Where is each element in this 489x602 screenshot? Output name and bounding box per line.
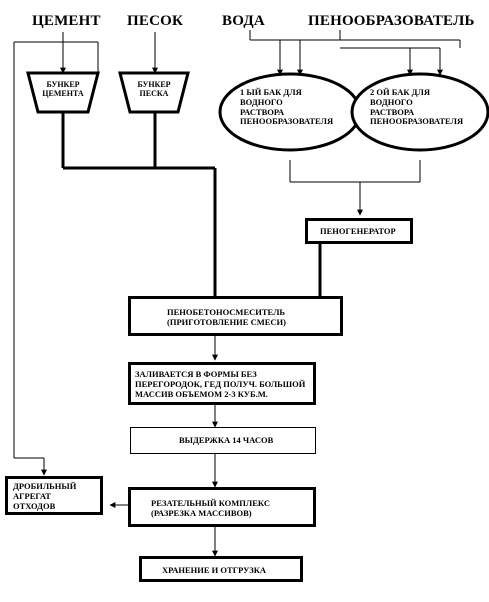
tank-2-shape <box>350 72 489 152</box>
sand-bunker-label: БУНКЕР ПЕСКА <box>137 80 171 99</box>
cement-bunker-shape <box>26 71 100 114</box>
sand-input-label: ПЕСОК <box>127 13 184 29</box>
sand-bunker-shape <box>118 71 190 114</box>
foaming-agent-input-label: ПЕНООБРАЗОВАТЕЛЬ <box>308 13 475 29</box>
cement-bunker-label: БУНКЕР ЦЕМЕНТА <box>42 80 84 99</box>
cement-feed-lines <box>13 32 99 476</box>
tank-to-generator-lines <box>289 160 421 216</box>
mixer-box: ПЕНОБЕТОНОСМЕСИТЕЛЬ (ПРИГОТОВЛЕНИЕ СМЕСИ… <box>128 296 343 336</box>
cutting-box: РЕЗАТЕЛЬНЫЙ КОМПЛЕКС (РАЗРЕЗКА МАССИВОВ) <box>128 487 316 527</box>
curing-box: ВЫДЕРЖКА 14 ЧАСОВ <box>130 427 316 454</box>
cement-input-label: ЦЕМЕНТ <box>32 13 101 29</box>
bunker-to-mixer-lines <box>61 112 217 296</box>
tank-feed-lines <box>249 30 461 76</box>
storage-box: ХРАНЕНИЕ И ОТГРУЗКА <box>139 556 303 582</box>
pouring-box: ЗАЛИВАЕТСЯ В ФОРМЫ БЕЗ ПЕРЕГОРОДОК, ГЕД … <box>128 362 316 405</box>
crusher-box: ДРОБИЛЬНЫЙ АГРЕГАТ ОТХОДОВ <box>5 476 103 515</box>
process-arrows <box>109 335 218 557</box>
tank-1-label: 1 ЫЙ БАК ДЛЯ ВОДНОГО РАСТВОРА ПЕНООБРАЗО… <box>240 87 334 127</box>
foam-generator-box: ПЕНОГЕНЕРАТОР <box>305 218 413 244</box>
tank-2-label: 2 ОЙ БАК ДЛЯ ВОДНОГО РАСТВОРА ПЕНООБРАЗО… <box>370 87 464 127</box>
water-input-label: ВОДА <box>222 13 265 29</box>
